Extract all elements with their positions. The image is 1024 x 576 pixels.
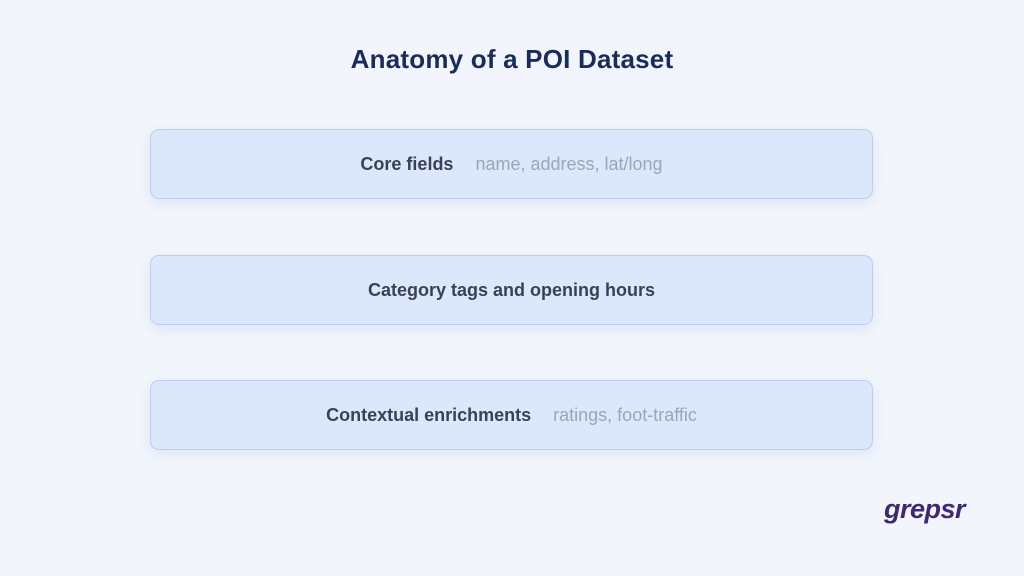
diagram-title: Anatomy of a POI Dataset [350,44,674,74]
layer-box-contextual-enrichments: Contextual enrichments ratings, foot-tra… [150,380,873,450]
layer-box-core-fields: Core fields name, address, lat/long [150,129,873,199]
layer-box-category-tags: Category tags and opening hours [150,255,873,325]
layer-label: Category tags and opening hours [367,279,656,300]
layer-detail: ratings, foot-traffic [553,404,697,425]
layer-label: Core fields [360,153,454,174]
grepsr-logo: grepsr [884,494,966,524]
layer-detail: name, address, lat/long [475,153,663,174]
layer-label: Contextual enrichments [326,404,532,425]
